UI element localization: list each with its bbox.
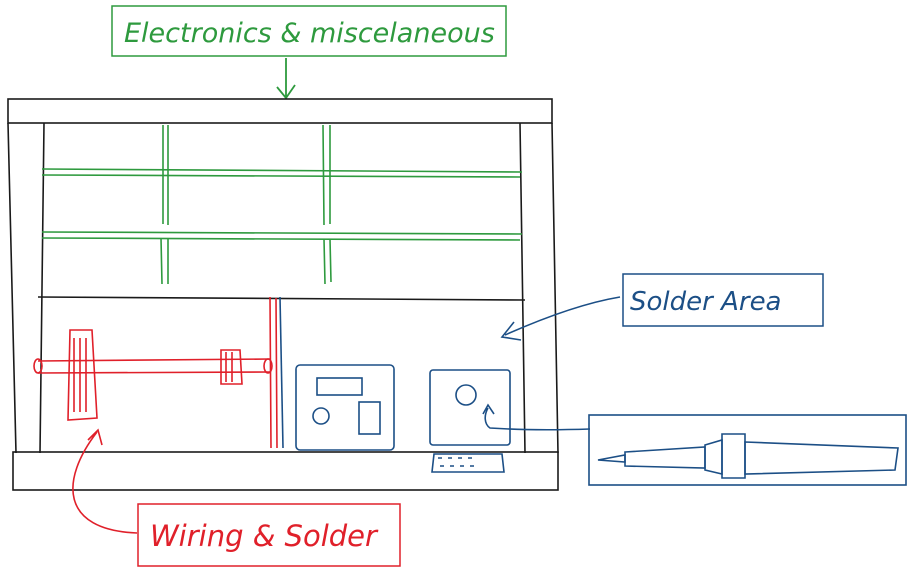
electronics-arrow: [276, 58, 296, 100]
iron-grip: [704, 438, 723, 476]
electronics-label-text: Electronics & miscelaneous: [124, 18, 495, 49]
iron-shaft: [624, 446, 706, 469]
iron-handle: [744, 441, 899, 475]
workbench-frame: [7, 98, 559, 491]
electronics-label: Electronics & miscelaneous: [111, 5, 507, 100]
left-leg: [7, 122, 45, 454]
iron-tip: [597, 454, 626, 463]
electronics-shelves: [41, 124, 523, 285]
solder-area-label: Solder Area: [500, 273, 824, 341]
solder-area-divider: [279, 296, 284, 449]
soldering-iron-callout: [482, 403, 907, 486]
wiring-label: Wiring & Solder: [72, 428, 401, 567]
fume-extractor: [429, 369, 511, 446]
wiring-arrow: [72, 428, 138, 534]
shelf-divider: [37, 296, 526, 301]
bench-base: [12, 451, 559, 491]
solder-area: [279, 296, 511, 473]
bench-top-beam: [7, 98, 553, 124]
solder-area-arrow: [500, 296, 621, 341]
soldering-station: [295, 364, 395, 451]
right-leg: [519, 122, 559, 454]
wiring-label-text: Wiring & Solder: [150, 519, 379, 553]
wire-spool-rack: [33, 296, 278, 449]
solder-area-label-text: Solder Area: [630, 287, 782, 317]
